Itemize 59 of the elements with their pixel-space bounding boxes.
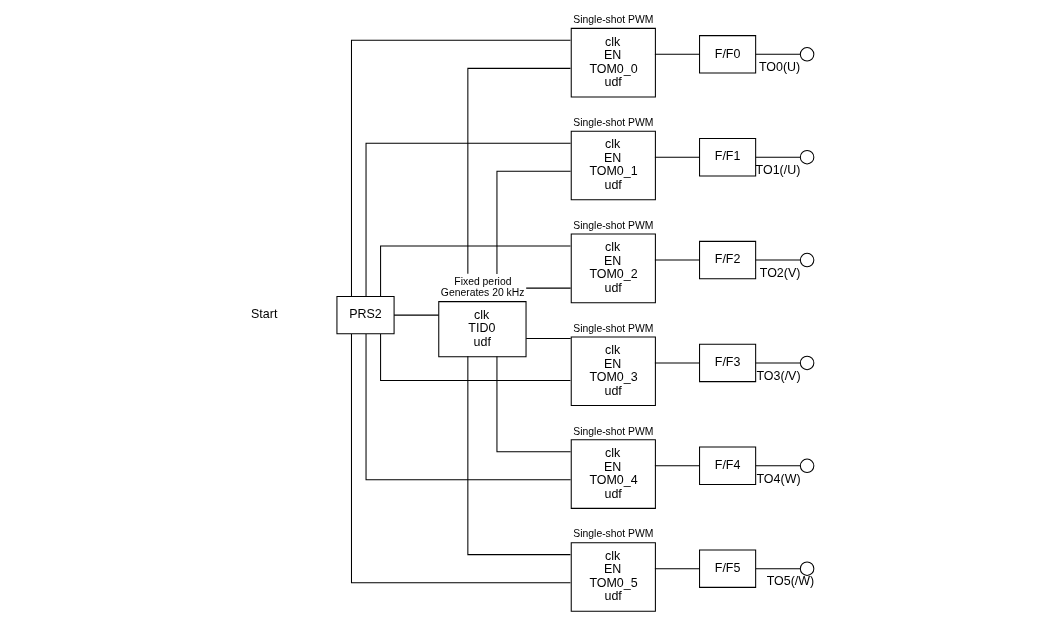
connector [525,287,571,289]
connector [466,67,571,275]
connector [653,568,700,570]
node-circle [799,355,814,371]
node-circle [799,47,814,62]
connector [466,355,571,556]
connector [379,245,571,297]
node-label: Single-shot PWM [572,425,653,437]
node-box: F/F2 [698,240,756,280]
connector [754,568,801,570]
node-box: PRS2 [335,295,395,335]
connector [653,465,700,467]
connector [754,53,801,55]
node-box: clk TID0 udf [437,301,527,358]
connector [350,333,571,584]
connector [365,333,571,481]
node-box: F/F1 [698,138,756,177]
node-circle [799,561,814,576]
node-box: clk EN TOM0_3 udf [570,336,656,407]
connector [393,314,439,316]
connector [350,39,571,297]
connector [495,356,571,453]
node-label: TO3(/V) [755,368,801,383]
node-label: Single-shot PWM [572,322,653,334]
node-box: F/F5 [698,549,756,588]
label: Start [250,307,277,322]
node-label: Generates 20 kHz [440,287,524,299]
node-box: clk EN TOM0_5 udf [570,542,656,612]
node-box: clk EN TOM0_1 udf [570,130,656,201]
node-label: TO4(W) [755,471,801,486]
node-box: clk EN TOM0_0 udf [570,27,656,98]
connector [525,338,571,340]
connector [653,156,700,158]
connector [754,465,801,467]
node-label: TO5(/W) [766,574,814,589]
node-circle [799,252,814,268]
node-label: Single-shot PWM [572,528,653,540]
connector [379,333,571,382]
node-label: TO0(U) [758,60,800,75]
node-label: Fixed period [453,276,511,288]
node-box: clk EN TOM0_4 udf [570,439,656,509]
connector [754,156,801,158]
node-circle [799,458,814,474]
node-box: F/F3 [698,343,756,383]
node-label: Single-shot PWM [572,219,653,231]
connector [653,53,700,55]
connector [754,362,801,364]
connector [495,170,571,275]
node-box: F/F4 [698,446,756,485]
connector [653,259,700,261]
node-label: Single-shot PWM [572,117,653,129]
node-box: clk EN TOM0_2 udf [570,233,656,304]
node-circle [799,149,814,165]
node-label: Single-shot PWM [572,14,653,26]
connector [653,362,700,364]
connector [754,259,801,261]
node-box: F/F0 [698,35,756,74]
connector [365,142,571,297]
node-label: TO2(V) [759,265,800,280]
